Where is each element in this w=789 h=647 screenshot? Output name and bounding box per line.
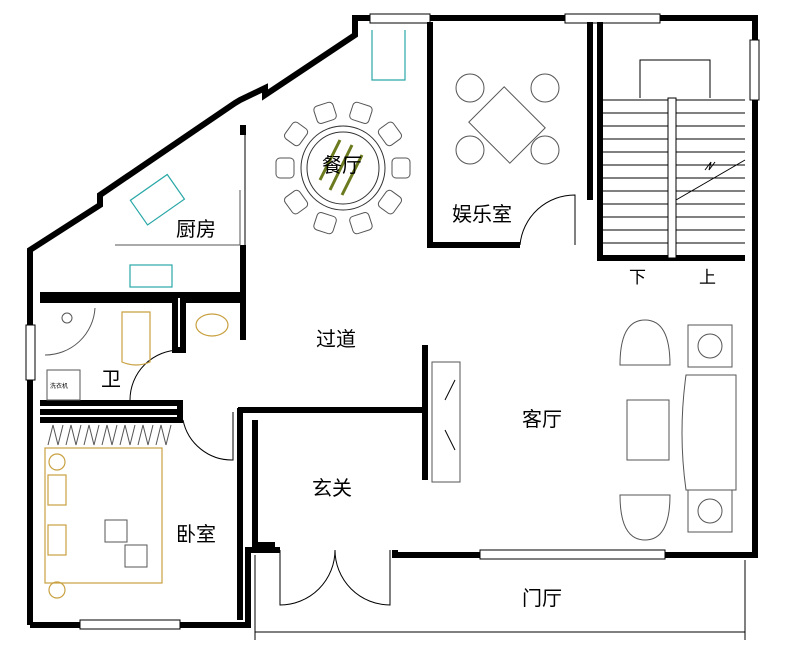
hanger: [83, 424, 100, 446]
dining-table: [275, 101, 411, 235]
staircase[interactable]: [603, 59, 746, 259]
hanger: [65, 424, 82, 446]
hanger: [155, 424, 172, 446]
living-furniture: [431, 319, 737, 541]
hanger: [101, 424, 118, 446]
bathroom-fixtures: 洗衣机: [44, 307, 229, 401]
kitchen-fixtures: [115, 173, 241, 288]
dining-chair: [313, 101, 337, 124]
label-bedroom: 卧室: [176, 522, 216, 546]
game-table: [455, 73, 560, 165]
label-porch: 门厅: [522, 586, 562, 610]
label-living: 客厅: [522, 407, 562, 431]
bed: [44, 424, 172, 599]
hanger: [47, 424, 64, 446]
dining-chair: [391, 157, 411, 179]
dining-chair: [284, 121, 309, 147]
stair-down-label: 下: [629, 268, 646, 288]
hanger: [137, 424, 154, 446]
interior-walls: [40, 22, 745, 620]
dining-chair: [284, 189, 309, 215]
label-dining: 餐厅: [322, 153, 362, 177]
label-entry: 玄关: [312, 476, 352, 500]
washer-label: 洗衣机: [50, 382, 68, 390]
stair-up-label: 上: [699, 268, 716, 288]
doors: [129, 30, 576, 606]
dining-chair: [377, 189, 402, 215]
porch-outline: [254, 555, 746, 640]
dining-chair: [349, 212, 373, 235]
hanger: [119, 424, 136, 446]
label-entertainment: 娱乐室: [452, 202, 512, 226]
label-corridor: 过道: [316, 327, 356, 351]
dining-chair: [275, 157, 295, 179]
dining-chair: [377, 121, 402, 147]
exterior-walls: [25, 13, 760, 630]
dining-chair: [313, 212, 337, 235]
label-kitchen: 厨房: [176, 217, 216, 241]
dining-chair: [349, 101, 373, 124]
label-bathroom: 卫: [101, 367, 121, 391]
